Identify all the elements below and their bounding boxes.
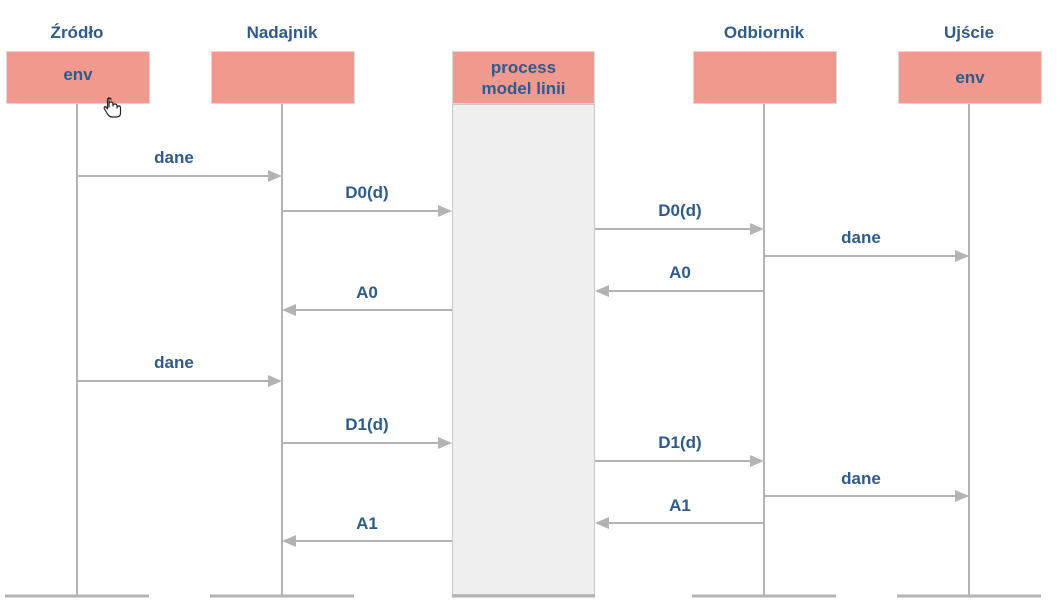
arrowhead-icon: [955, 490, 969, 502]
participant-box-zrodlo: env: [6, 51, 150, 104]
arrowhead-icon: [438, 437, 452, 449]
participant-title-nadajnik: Nadajnik: [246, 23, 318, 42]
message-label: D0(d): [345, 183, 389, 202]
arrowhead-icon: [750, 455, 764, 467]
participant-title-zrodlo: Źródło: [50, 23, 104, 42]
arrowhead-icon: [282, 304, 296, 316]
message-label: dane: [154, 148, 194, 167]
arrowhead-icon: [268, 375, 282, 387]
arrowhead-icon: [282, 535, 296, 547]
message-label: dane: [841, 228, 881, 247]
message-label: D1(d): [345, 415, 389, 434]
arrowhead-icon: [268, 170, 282, 182]
message-label: A0: [356, 283, 378, 302]
message-label: A1: [669, 496, 691, 515]
hand-pointer-icon: [103, 97, 122, 118]
participant-box-nadajnik: [211, 51, 355, 104]
arrowhead-icon: [438, 205, 452, 217]
message-label: D1(d): [658, 433, 702, 452]
participant-title-ujscie: Ujście: [943, 23, 995, 42]
message-label: dane: [154, 353, 194, 372]
participant-box-odbiornik: [693, 51, 837, 104]
message-label: A0: [669, 263, 691, 282]
participant-box-channel: process model linii: [452, 51, 595, 104]
message-label: A1: [356, 514, 378, 533]
participant-box-label: env: [955, 68, 985, 87]
participant-title-odbiornik: Odbiornik: [723, 23, 805, 42]
participant-box-label: env: [63, 65, 93, 84]
message-label: D0(d): [658, 201, 702, 220]
arrowhead-icon: [595, 285, 609, 297]
arrowhead-icon: [750, 223, 764, 235]
channel-body: [452, 104, 595, 595]
arrowhead-icon: [595, 517, 609, 529]
participant-box-ujscie: env: [898, 51, 1042, 104]
participant-box-label: process model linii: [481, 57, 566, 98]
message-label: dane: [841, 469, 881, 488]
arrowhead-icon: [955, 250, 969, 262]
